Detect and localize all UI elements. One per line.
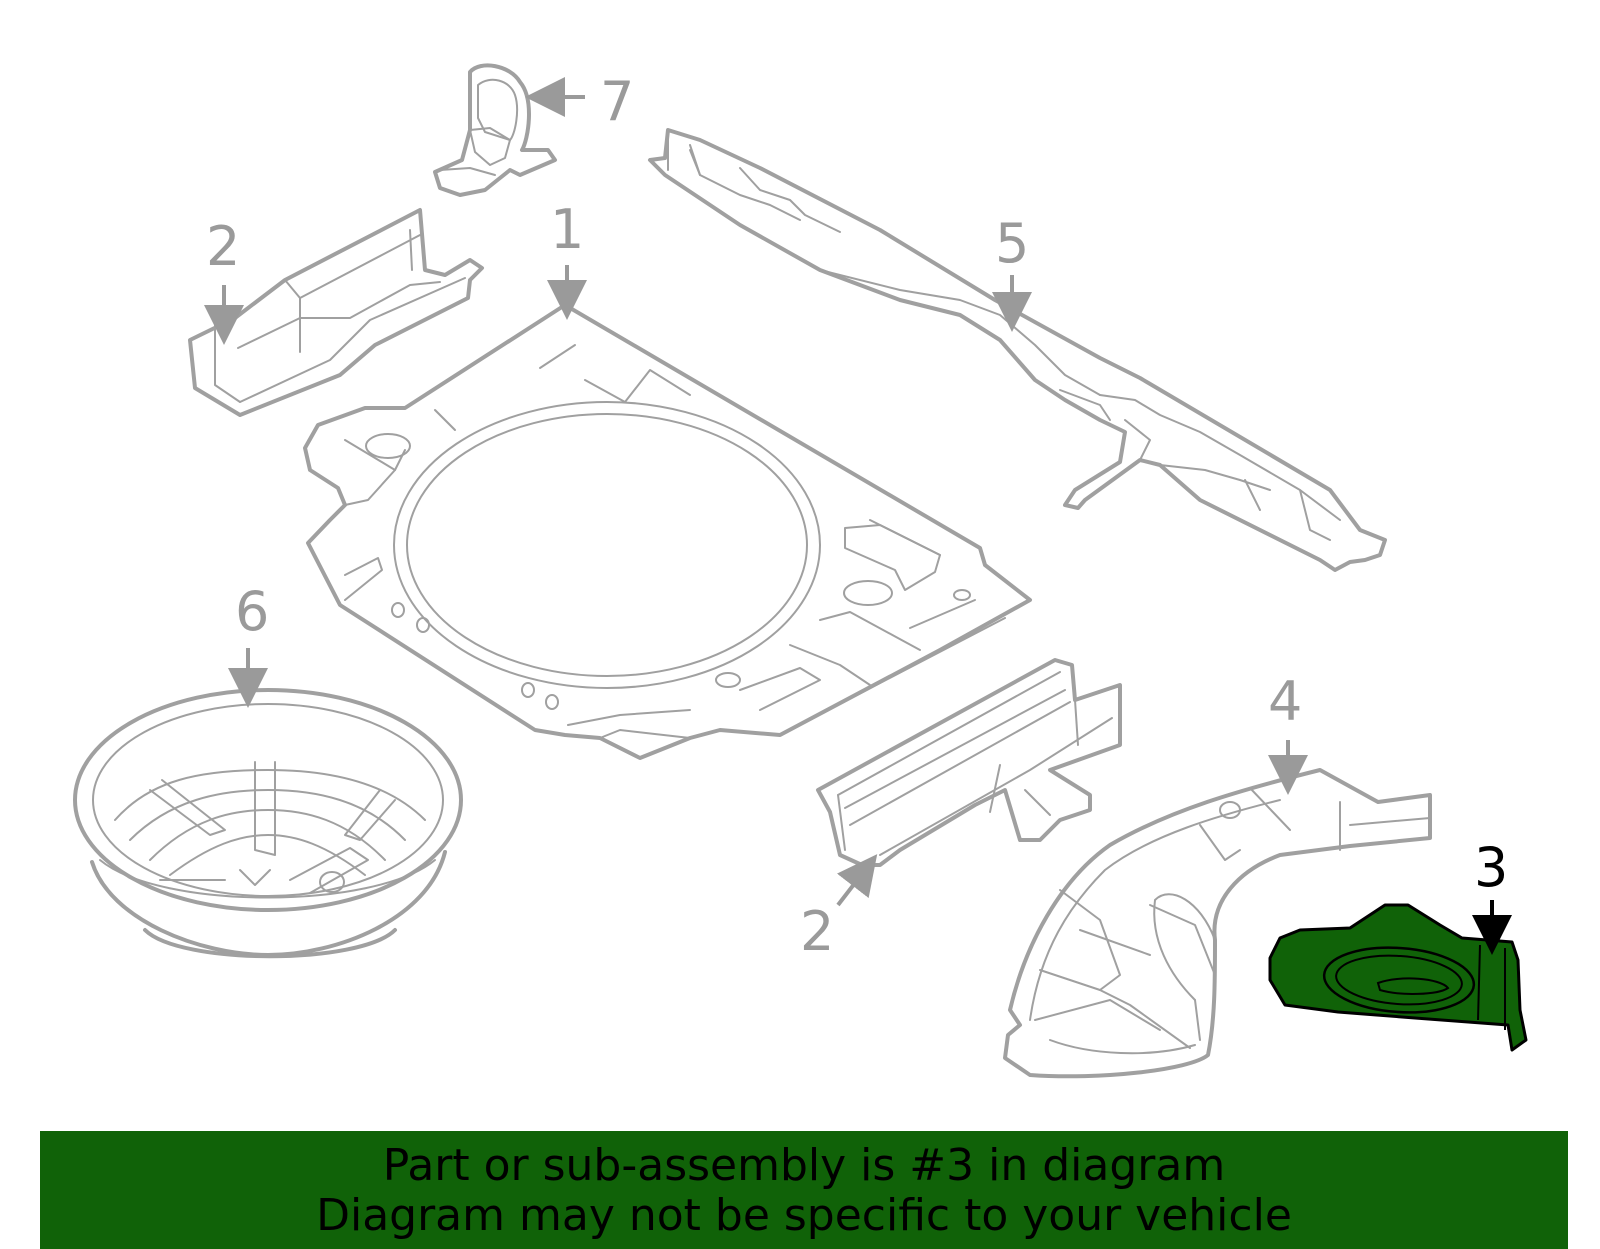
part-4-wheelhouse [1003, 768, 1432, 1079]
callout-4: 4 [1268, 670, 1302, 733]
banner-line-1: Part or sub-assembly is #3 in diagram [382, 1140, 1226, 1191]
callout-2a: 2 [206, 215, 240, 278]
callout-2b: 2 [800, 900, 834, 963]
callout-7: 7 [600, 70, 634, 133]
part-3-highlighted-bracket[interactable] [1268, 903, 1528, 1052]
parts-diagram: 1 2 2 3 4 5 6 7 [73, 63, 1528, 1079]
leader-2b [836, 854, 878, 907]
callout-1: 1 [550, 198, 584, 261]
banner-line-2: Diagram may not be specific to your vehi… [316, 1190, 1292, 1241]
part-7-tie-down-hook [433, 63, 557, 197]
part-2-upper-rail [188, 208, 484, 417]
part-1-trunk-floor-pan [303, 303, 1032, 760]
part-5-rear-crossmember [648, 128, 1387, 572]
info-banner: Part or sub-assembly is #3 in diagram Di… [40, 1131, 1568, 1249]
callout-3: 3 [1474, 836, 1508, 899]
callout-6: 6 [235, 580, 269, 643]
part-6-spare-tire-well [73, 688, 463, 959]
callout-5: 5 [995, 212, 1029, 275]
